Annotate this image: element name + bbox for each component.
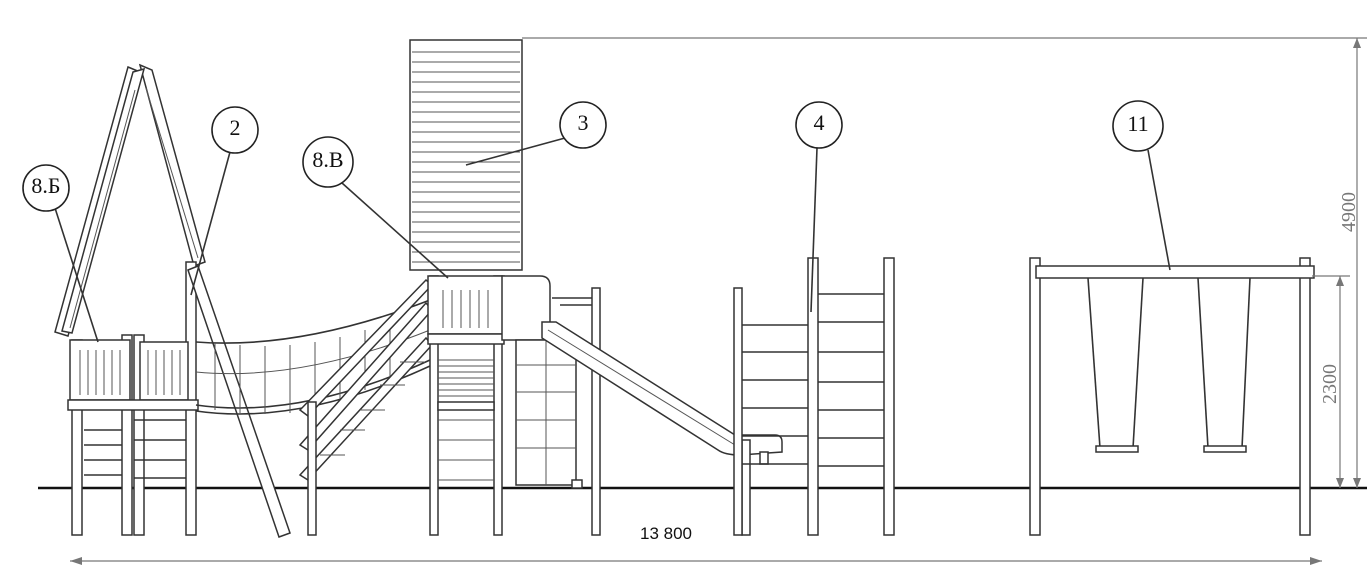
swing-set xyxy=(1029,257,1315,536)
callout-11-label: 11 xyxy=(1127,111,1148,136)
slide xyxy=(541,321,783,536)
tower-roof-panel xyxy=(409,39,523,271)
a-frame-house xyxy=(54,63,206,536)
callout-8v: 8.В xyxy=(302,136,354,188)
overall-height-label: 4900 xyxy=(1338,192,1360,232)
callout-8b-label: 8.Б xyxy=(31,173,60,198)
callout-4-label: 4 xyxy=(814,110,825,135)
swing-height-label: 2300 xyxy=(1319,364,1341,404)
slide-tower xyxy=(501,275,601,536)
overall-length-label: 13 800 xyxy=(640,524,692,543)
callout-2-label: 2 xyxy=(230,115,241,140)
climbing-wall xyxy=(733,257,895,536)
height-dimension-4900: 4900 xyxy=(522,37,1367,488)
tower-with-stairs xyxy=(298,275,505,536)
callout-8b: 8.Б xyxy=(22,164,70,212)
callout-4: 4 xyxy=(795,101,843,149)
leader-lines xyxy=(54,137,1171,343)
callout-8v-label: 8.В xyxy=(312,147,343,172)
length-dimension: 13 800 xyxy=(70,524,1322,565)
callout-2: 2 xyxy=(211,106,259,154)
callout-3: 3 xyxy=(559,101,607,149)
height-dimension-2300: 2300 xyxy=(1312,275,1350,488)
callout-11: 11 xyxy=(1112,100,1164,152)
callout-3-label: 3 xyxy=(578,110,589,135)
